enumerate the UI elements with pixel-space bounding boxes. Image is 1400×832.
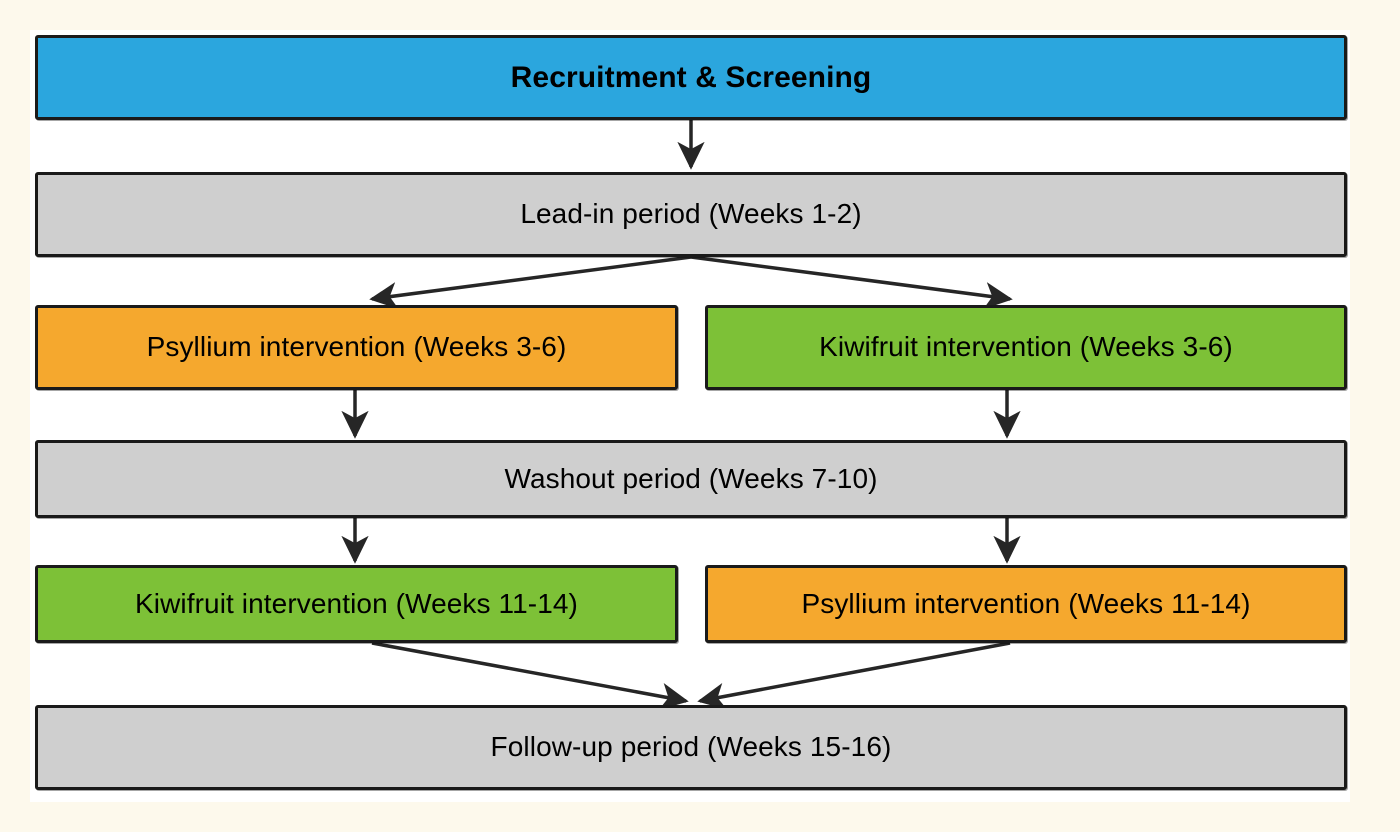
node-label: Psyllium intervention (Weeks 11-14) xyxy=(801,587,1251,619)
node-kiwifruit-intervention-weeks-11-14[interactable]: Kiwifruit intervention (Weeks 11-14) xyxy=(35,565,678,643)
node-label: Lead-in period (Weeks 1-2) xyxy=(520,198,862,230)
node-label: Follow-up period (Weeks 15-16) xyxy=(490,731,892,763)
node-recruitment-screening[interactable]: Recruitment & Screening xyxy=(35,35,1347,120)
node-kiwifruit-intervention-weeks-3-6[interactable]: Kiwifruit intervention (Weeks 3-6) xyxy=(705,305,1347,390)
node-follow-up-period[interactable]: Follow-up period (Weeks 15-16) xyxy=(35,705,1347,790)
node-label: Kiwifruit intervention (Weeks 3-6) xyxy=(819,331,1233,363)
node-psyllium-intervention-weeks-3-6[interactable]: Psyllium intervention (Weeks 3-6) xyxy=(35,305,678,390)
node-label: Washout period (Weeks 7-10) xyxy=(504,462,878,494)
node-psyllium-intervention-weeks-11-14[interactable]: Psyllium intervention (Weeks 11-14) xyxy=(705,565,1347,643)
diagram-canvas xyxy=(30,30,1350,802)
node-washout-period[interactable]: Washout period (Weeks 7-10) xyxy=(35,440,1347,518)
node-label: Psyllium intervention (Weeks 3-6) xyxy=(146,331,567,363)
node-lead-in-period[interactable]: Lead-in period (Weeks 1-2) xyxy=(35,172,1347,257)
node-label: Kiwifruit intervention (Weeks 11-14) xyxy=(135,587,578,619)
node-label: Recruitment & Screening xyxy=(510,61,872,94)
